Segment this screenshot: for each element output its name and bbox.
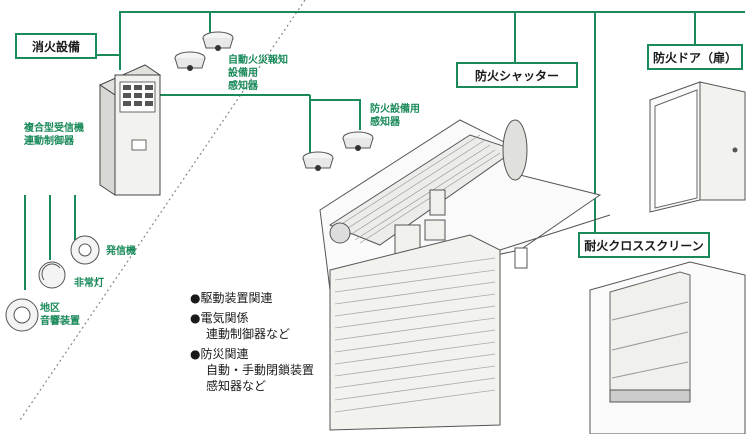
label-fire-alarm-detector: 自動火災報知 設備用 感知器 <box>228 55 288 92</box>
connection-lines <box>24 11 745 290</box>
bullet-electrical: ●電気関係 連動制御器など <box>190 311 291 341</box>
shutter-detectors <box>302 131 374 171</box>
control-panel <box>98 64 162 196</box>
wall-devices <box>5 235 100 332</box>
bullet-disaster: ●防災関連 自動・手動閉鎖装置 感知器など <box>190 347 315 393</box>
label-shutter-detector: 防火設備用 感知器 <box>370 104 420 128</box>
label-cross-screen: 耐火クロススクリーン <box>578 232 710 258</box>
label-area-bell: 地区 音響装置 <box>40 303 80 327</box>
label-receiver-panel: 複合型受信機 連動制御器 <box>24 123 84 147</box>
scope-bullet-list: ●駆動装置関連 ●電気関係 連動制御器など ●防災関連 自動・手動閉鎖装置 感知… <box>190 290 314 398</box>
label-emergency-light: 非常灯 <box>74 278 104 289</box>
label-fire-shutter: 防火シャッター <box>456 62 578 88</box>
bullet-drive: ●駆動装置関連 <box>190 291 273 305</box>
label-transmitter: 発信機 <box>106 246 136 257</box>
fire-shutter-illustration <box>319 119 611 431</box>
label-fire-equipment: 消火設備 <box>15 33 97 59</box>
label-fire-door: 防火ドア（扉） <box>647 44 743 70</box>
cross-screen-illustration <box>589 261 746 434</box>
fire-door-illustration <box>649 81 746 213</box>
top-detectors <box>174 31 234 71</box>
